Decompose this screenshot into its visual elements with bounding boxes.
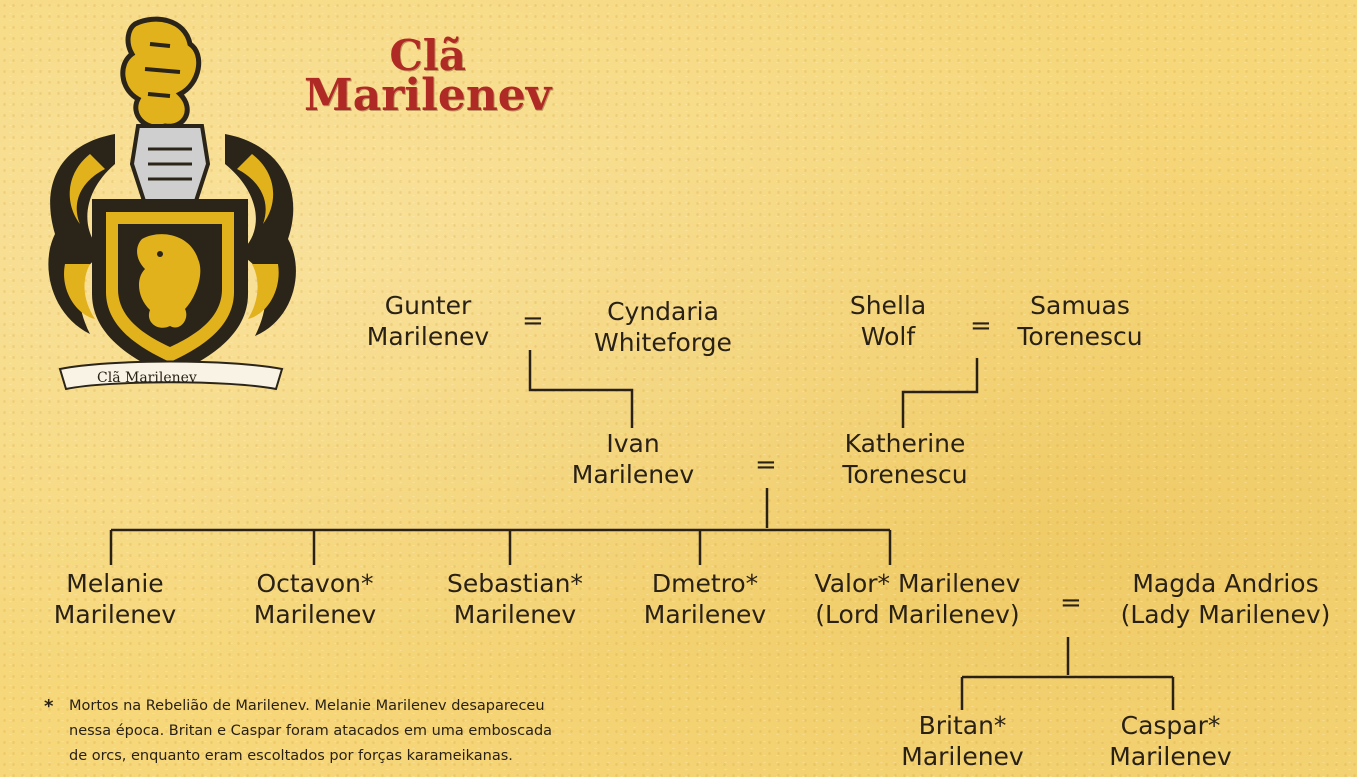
first-name: Magda Andrios [1132, 569, 1319, 598]
person-cyndaria-whiteforge: Cyndaria Whiteforge [578, 296, 748, 358]
first-name: Sebastian* [447, 569, 583, 598]
connector-gunter-cyndaria-to-ivan [528, 350, 634, 428]
first-name: Shella [849, 291, 927, 320]
connector-shella-samuas-to-katherine [901, 358, 979, 428]
person-melanie-marilenev: Melanie Marilenev [40, 568, 190, 630]
last-name: Marilenev [643, 600, 767, 629]
last-name: Marilenev [366, 322, 490, 351]
person-britan-marilenev: Britan* Marilenev [895, 710, 1030, 772]
person-samuas-torenescu: Samuas Torenescu [1010, 290, 1150, 352]
marriage-symbol: = [970, 311, 992, 341]
last-name: Marilenev [453, 600, 577, 629]
last-name: Wolf [860, 322, 916, 351]
title-line-1: Clã [389, 31, 466, 80]
first-name: Caspar* [1120, 711, 1221, 740]
first-name: Valor* Marilenev [814, 569, 1021, 598]
footnote-line-1: Mortos na Rebelião de Marilenev. Melanie… [69, 698, 545, 714]
last-name: Torenescu [842, 460, 968, 489]
first-name: Octavon* [256, 569, 374, 598]
person-katherine-torenescu: Katherine Torenescu [830, 428, 980, 490]
crest-motto: Clã Marilenev [97, 370, 197, 386]
first-name: Katherine [844, 429, 966, 458]
person-sebastian-marilenev: Sebastian* Marilenev [435, 568, 595, 630]
person-dmetro-marilenev: Dmetro* Marilenev [630, 568, 780, 630]
last-name: (Lord Marilenev) [815, 600, 1020, 629]
marriage-symbol: = [755, 450, 777, 480]
last-name: Torenescu [1017, 322, 1143, 351]
first-name: Gunter [384, 291, 472, 320]
last-name: (Lady Marilenev) [1120, 600, 1331, 629]
person-caspar-marilenev: Caspar* Marilenev [1093, 710, 1248, 772]
last-name: Whiteforge [594, 328, 732, 357]
last-name: Marilenev [571, 460, 695, 489]
page-title: Clã Marilenev [304, 31, 552, 121]
title-line-2: Marilenev [304, 70, 552, 121]
last-name: Marilenev [53, 600, 177, 629]
last-name: Marilenev [901, 742, 1024, 771]
first-name: Melanie [66, 569, 164, 598]
footnote-line-2: nessa época. Britan e Caspar foram ataca… [69, 723, 553, 739]
footnote: * Mortos na Rebelião de Marilenev. Melan… [44, 694, 552, 769]
marriage-symbol: = [522, 306, 544, 336]
person-magda-andrios: Magda Andrios (Lady Marilenev) [1103, 568, 1348, 630]
first-name: Ivan [606, 429, 660, 458]
footnote-marker: * [44, 696, 54, 717]
family-crest-icon [48, 16, 296, 391]
first-name: Cyndaria [607, 297, 719, 326]
person-ivan-marilenev: Ivan Marilenev [556, 428, 710, 490]
person-octavon-marilenev: Octavon* Marilenev [240, 568, 390, 630]
footnote-line-3: de orcs, enquanto eram escoltados por fo… [69, 748, 513, 764]
person-valor-marilenev: Valor* Marilenev (Lord Marilenev) [795, 568, 1040, 630]
first-name: Britan* [918, 711, 1007, 740]
person-shella-wolf: Shella Wolf [838, 290, 938, 352]
last-name: Marilenev [1109, 742, 1232, 771]
first-name: Samuas [1030, 291, 1130, 320]
marriage-symbol: = [1060, 588, 1082, 618]
first-name: Dmetro* [651, 569, 759, 598]
person-gunter-marilenev: Gunter Marilenev [358, 290, 498, 352]
last-name: Marilenev [253, 600, 377, 629]
